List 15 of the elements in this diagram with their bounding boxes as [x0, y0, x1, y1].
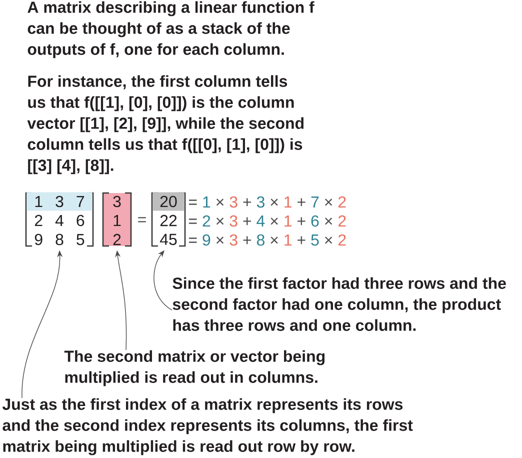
vector-entry: 1: [114, 215, 121, 226]
matrix-row: 2 4 6: [34, 214, 84, 226]
vector-entry: 3: [113, 196, 121, 208]
note-text: A matrix describing a linear function f can be thought of as a stack of the outputs of f, one for each column.: [28, 1, 314, 58]
callout-text: Since the first factor had three rows and the second factor had one column, the product has three rows and one column.: [172, 277, 506, 331]
result-entry: 22: [160, 214, 177, 226]
callout-text: Just as the first index of a matrix represents its rows and the second index represents its columns, the first matrix being multiplied is read out row by row.: [2, 398, 413, 456]
matrix-row: 9 8 5: [34, 234, 84, 246]
note-text: For instance, the first column tells us that f([[1], [0], [0]]) is the column vector [[1], [2], [9]], while the second column tells us that f([[0], [1], [0]]) is [[3] [4], [8]].: [27, 75, 304, 174]
callout-text: The second matrix or vector being multiplied is read out in columns.: [64, 350, 325, 386]
vector-entry: 2: [113, 234, 121, 246]
matrix-row: 1 3 7: [26, 192, 92, 211]
result-entry: 20: [152, 192, 184, 211]
equals-sign: =: [138, 217, 146, 222]
result-entry: 45: [160, 234, 177, 246]
